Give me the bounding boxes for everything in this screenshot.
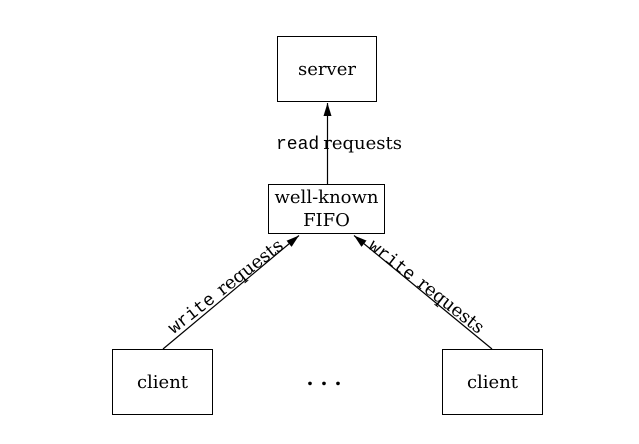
- read-keyword: read: [276, 135, 320, 155]
- server-node: server: [277, 36, 377, 102]
- read-requests-label: read requests: [276, 133, 402, 155]
- more-clients-ellipsis: ...: [306, 366, 349, 390]
- fifo-label-line2: FIFO: [303, 210, 350, 231]
- read-requests-word: requests: [323, 133, 402, 154]
- write-requests-arrow-right: [353, 235, 493, 350]
- client-left-label: client: [136, 371, 189, 393]
- client-node-right: client: [442, 349, 543, 415]
- write-requests-arrow-left: [162, 235, 300, 350]
- fifo-label-line1: well-known: [274, 187, 379, 208]
- client-node-left: client: [112, 349, 213, 415]
- well-known-fifo-node: well-known FIFO: [268, 184, 385, 234]
- client-right-label: client: [466, 371, 519, 393]
- server-label: server: [298, 58, 356, 80]
